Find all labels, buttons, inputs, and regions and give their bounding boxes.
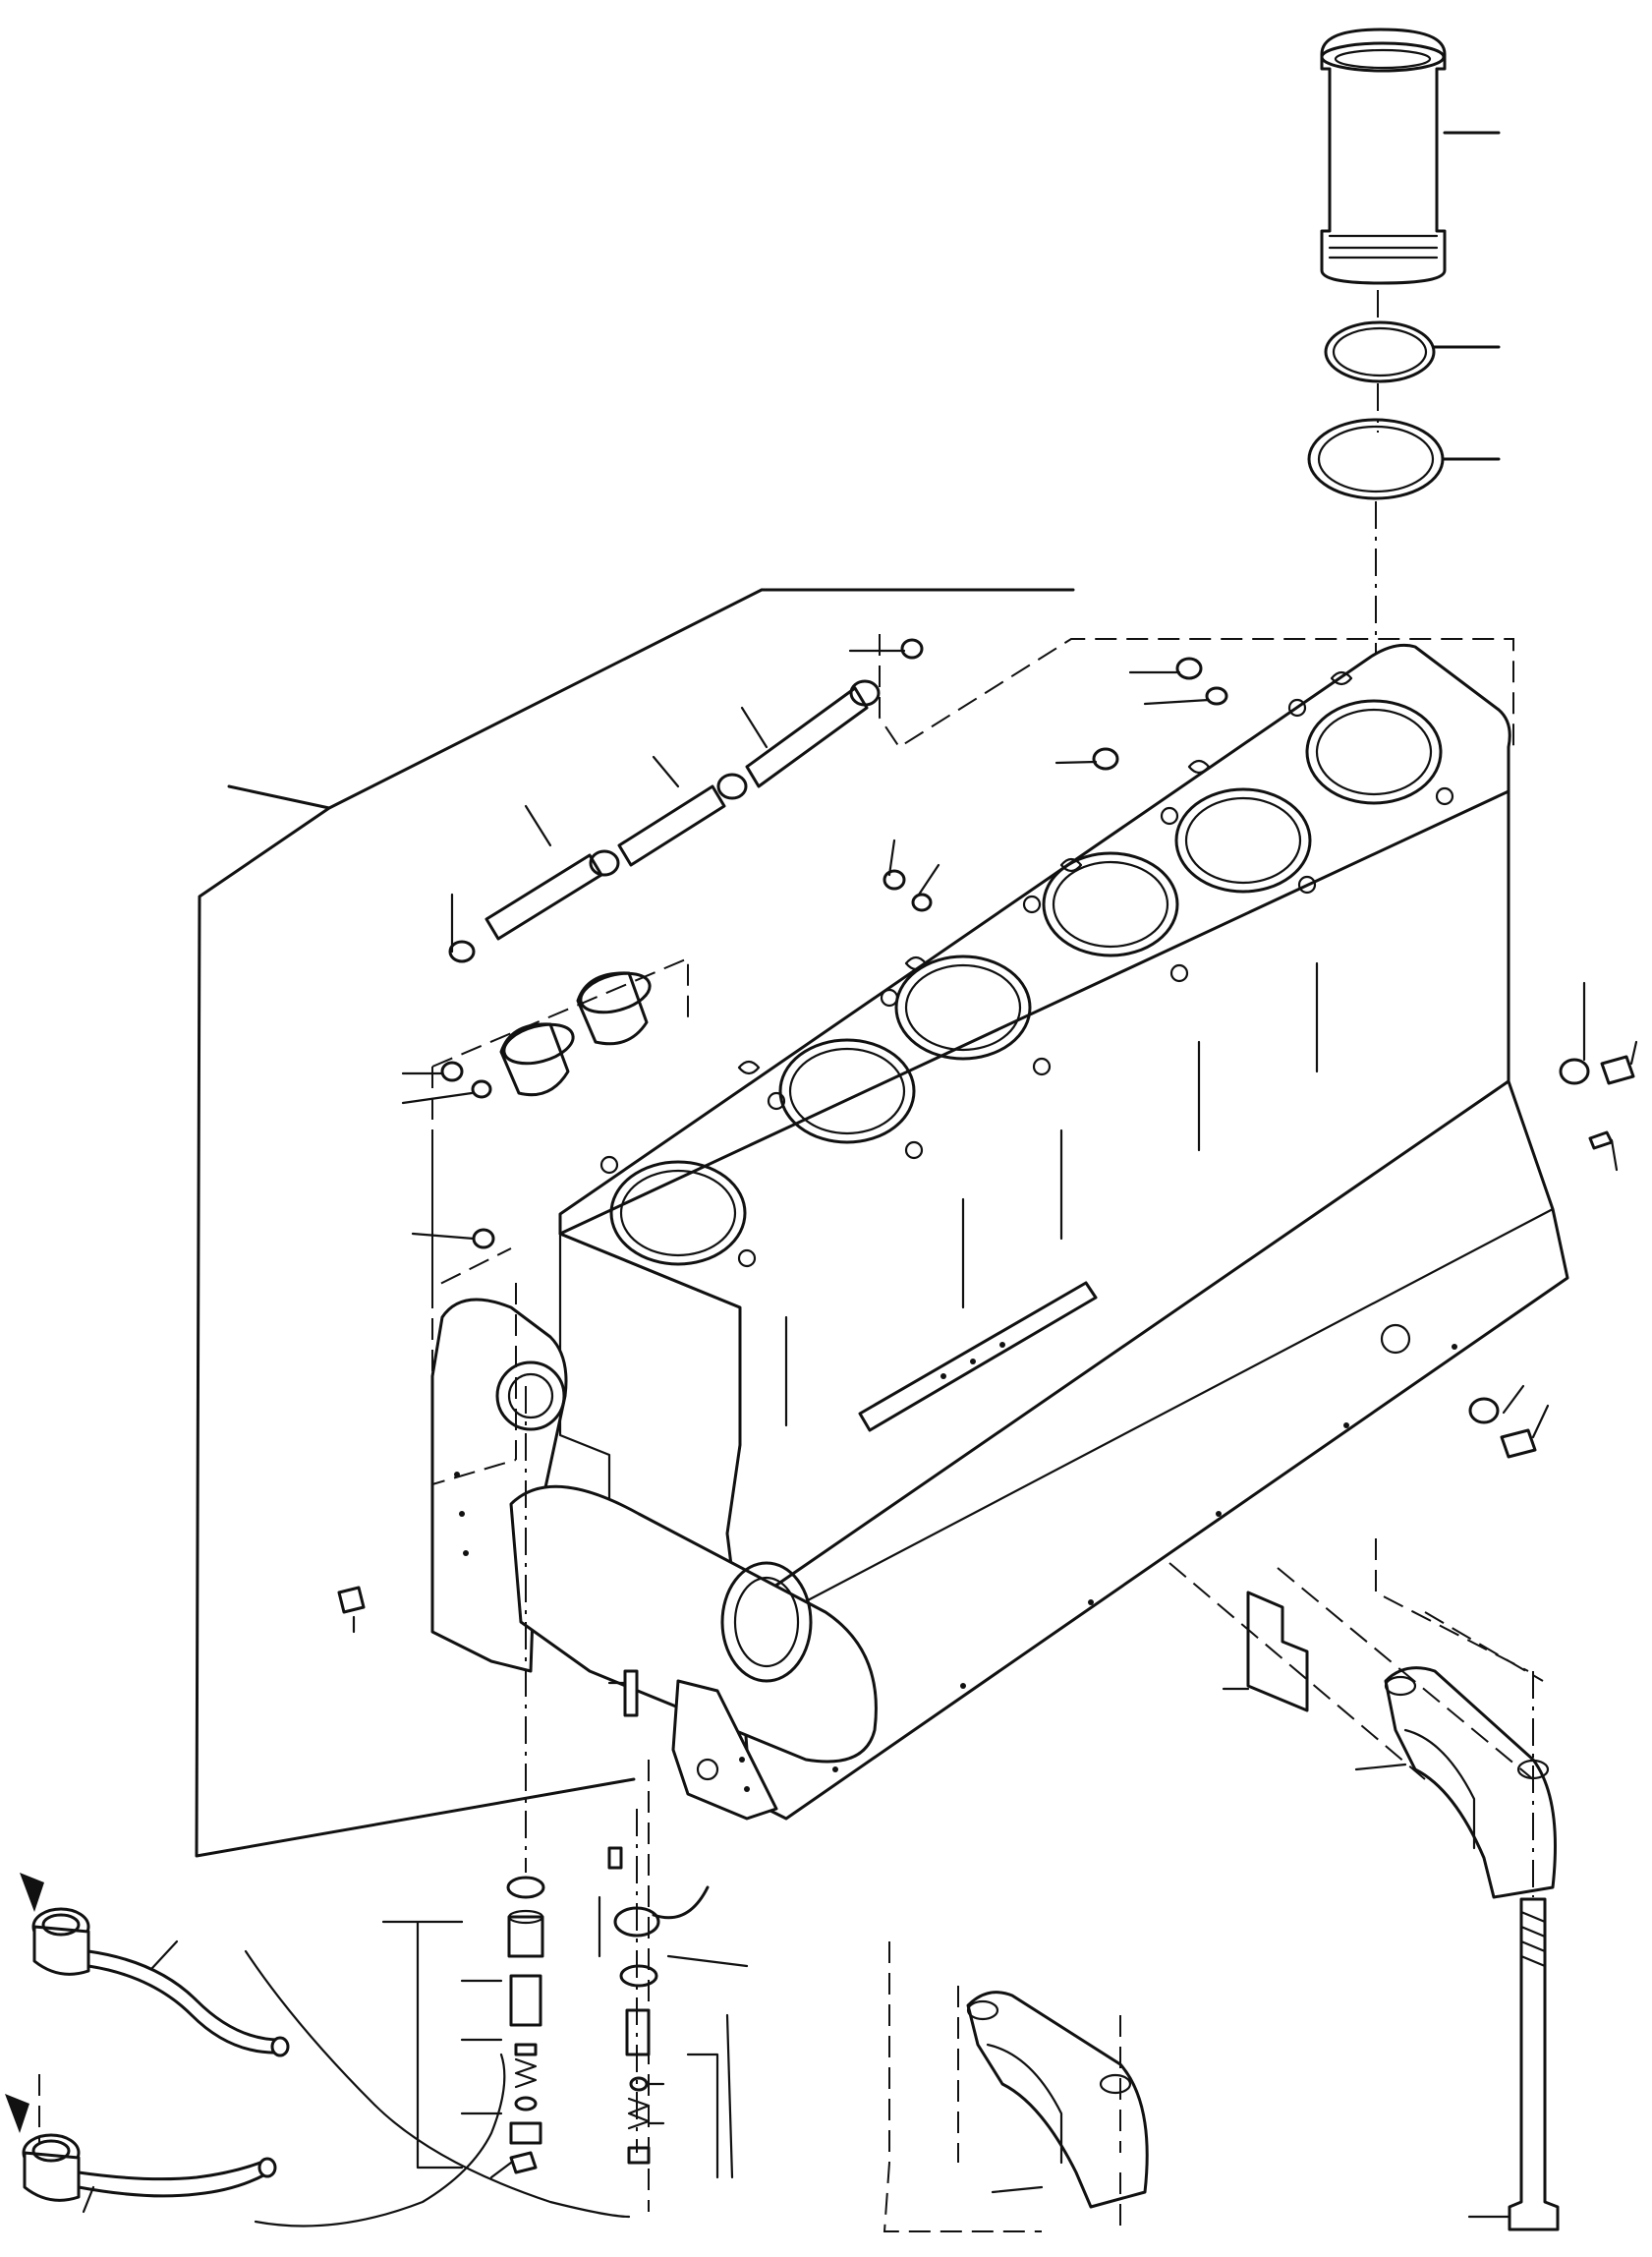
liner-seal-ring-lower xyxy=(1307,418,1501,500)
oil-pressure-relief-valve xyxy=(381,1876,545,2179)
cylinder-block xyxy=(558,643,1569,1821)
cylinder-liner xyxy=(1320,28,1501,285)
bushing-group-outline xyxy=(431,956,689,1486)
block-group-bracket xyxy=(195,588,1075,1858)
plug xyxy=(1468,981,1638,1459)
bearing-shim xyxy=(1222,1591,1309,1712)
liner-axis-line xyxy=(1375,290,1379,777)
liner-seal-ring-upper xyxy=(1324,320,1501,383)
main-bearing-cap xyxy=(966,1666,1557,2209)
oil-tube-assembly xyxy=(5,1873,290,2214)
nozzle-group-outline xyxy=(648,1760,1042,2232)
dowel-pin xyxy=(337,1586,639,1717)
group-bracket-curve xyxy=(244,1949,631,2228)
main-bearing-bolt xyxy=(1467,1897,1560,2231)
camshaft-bushing xyxy=(499,971,652,1097)
tube-group-outline xyxy=(879,634,1514,749)
oil-gallery-tube xyxy=(484,679,881,941)
plug xyxy=(401,638,1228,1249)
gear-housing-plate xyxy=(430,1298,878,1821)
piston-cooling-nozzle xyxy=(598,1846,749,2179)
bearing-cap-outline xyxy=(957,1538,1544,2231)
